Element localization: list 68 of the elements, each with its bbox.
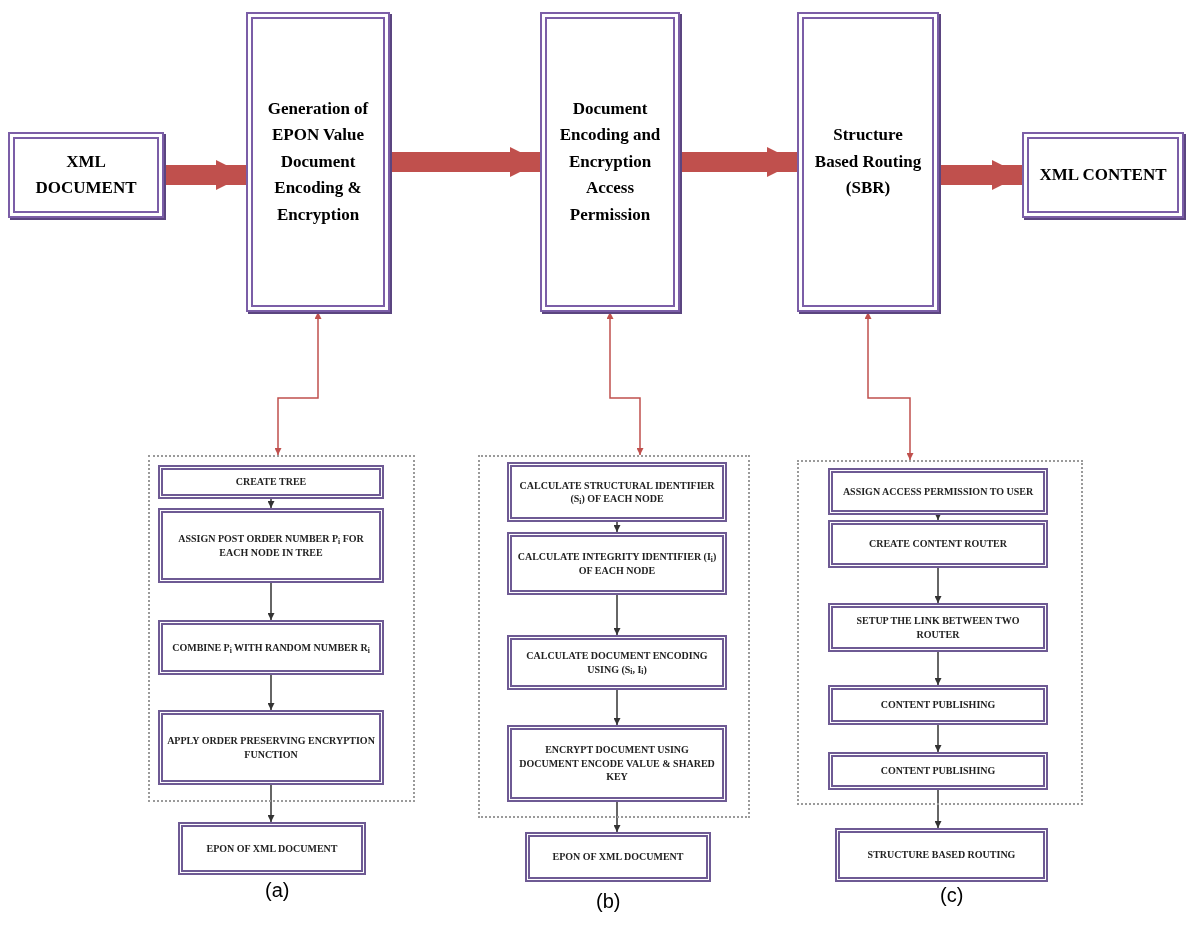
box-text: Generation of EPON Value Document Encoding & Encryption: [266, 98, 370, 226]
box-text: ENCRYPT DOCUMENT USING DOCUMENT ENCODE VALUE & SHARED KEY: [518, 743, 716, 784]
arrow: [934, 567, 942, 604]
dashed-group-box: [478, 455, 750, 818]
arrow: [606, 311, 644, 456]
process-box: [507, 532, 727, 595]
box-text: CREATE TREE: [235, 475, 307, 489]
process-box: [507, 725, 727, 802]
panel-label: (a): [265, 878, 290, 903]
process-box: [246, 12, 390, 312]
arrow: [864, 311, 914, 461]
box-text: XML DOCUMENT: [34, 150, 138, 199]
process-box: [1022, 132, 1184, 218]
process-box: [828, 520, 1048, 568]
arrow: [267, 784, 275, 823]
process-box: [8, 132, 164, 218]
box-text: ASSIGN ACCESS PERMISSION TO USER: [842, 484, 1034, 499]
arrow: [613, 521, 621, 533]
box-text: CONTENT PUBLISHING: [880, 698, 996, 712]
arrow: [934, 789, 942, 829]
arrow: [267, 582, 275, 621]
process-box: [828, 752, 1048, 790]
process-box: [158, 465, 384, 499]
process-box: [828, 685, 1048, 725]
block-arrow: [680, 147, 797, 177]
process-box: [178, 822, 366, 875]
block-arrow: [390, 147, 540, 177]
box-text: XML CONTENT: [1039, 163, 1167, 186]
box-text: CONTENT PUBLISHING: [880, 764, 996, 778]
process-box: [835, 828, 1048, 882]
arrow: [267, 498, 275, 509]
box-text: CALCULATE STRUCTURAL IDENTIFIER (S$_{i}$) OF EACH NODE: [518, 478, 716, 506]
block-arrow: [939, 160, 1022, 190]
process-box: [158, 620, 384, 675]
arrow: [934, 651, 942, 686]
panel-label: (b): [596, 889, 621, 914]
dashed-group-box: [797, 460, 1083, 805]
box-text: SETUP THE LINK BETWEEN TWO ROUTER: [855, 614, 1021, 641]
box-text: EPON OF XML DOCUMENT: [552, 850, 684, 864]
process-box: [525, 832, 711, 882]
box-text: Document Encoding and Encryption Access Permission: [558, 98, 662, 226]
box-text: CALCULATE INTEGRITY IDENTIFIER (I$_{i}$) OF EACH NODE: [516, 550, 718, 577]
box-text: COMBINE P$_{i}$ WITH RANDOM NUMBER R$_{i}$: [172, 640, 370, 655]
process-box: [507, 462, 727, 522]
arrow: [934, 513, 942, 521]
block-arrow: [164, 160, 246, 190]
process-box: [828, 603, 1048, 652]
box-text: Structure Based Routing (SBR): [813, 124, 923, 200]
box-text: APPLY ORDER PRESERVING ENCRYPTION FUNCTION: [167, 734, 375, 761]
arrow: [613, 801, 621, 833]
process-box: [507, 635, 727, 690]
arrow: [274, 311, 322, 456]
panel-label: (c): [940, 883, 964, 908]
arrow: [613, 594, 621, 636]
box-text: CREATE CONTENT ROUTER: [869, 537, 1007, 551]
arrow: [934, 724, 942, 753]
box-text: ASSIGN POST ORDER NUMBER P$_{i}$ FOR EACH NODE IN TREE: [177, 532, 365, 559]
process-box: [158, 508, 384, 583]
process-box: [158, 710, 384, 785]
dashed-group-box: [148, 455, 415, 802]
process-box: [828, 468, 1048, 515]
box-text: CALCULATE DOCUMENT ENCODING USING (S$_{i}$, I$_{i}$): [525, 649, 709, 676]
process-box: [797, 12, 939, 312]
process-box: [540, 12, 680, 312]
box-text: STRUCTURE BASED ROUTING: [867, 848, 1016, 862]
box-text: EPON OF XML DOCUMENT: [206, 841, 338, 856]
arrow: [613, 689, 621, 726]
arrow: [267, 674, 275, 711]
